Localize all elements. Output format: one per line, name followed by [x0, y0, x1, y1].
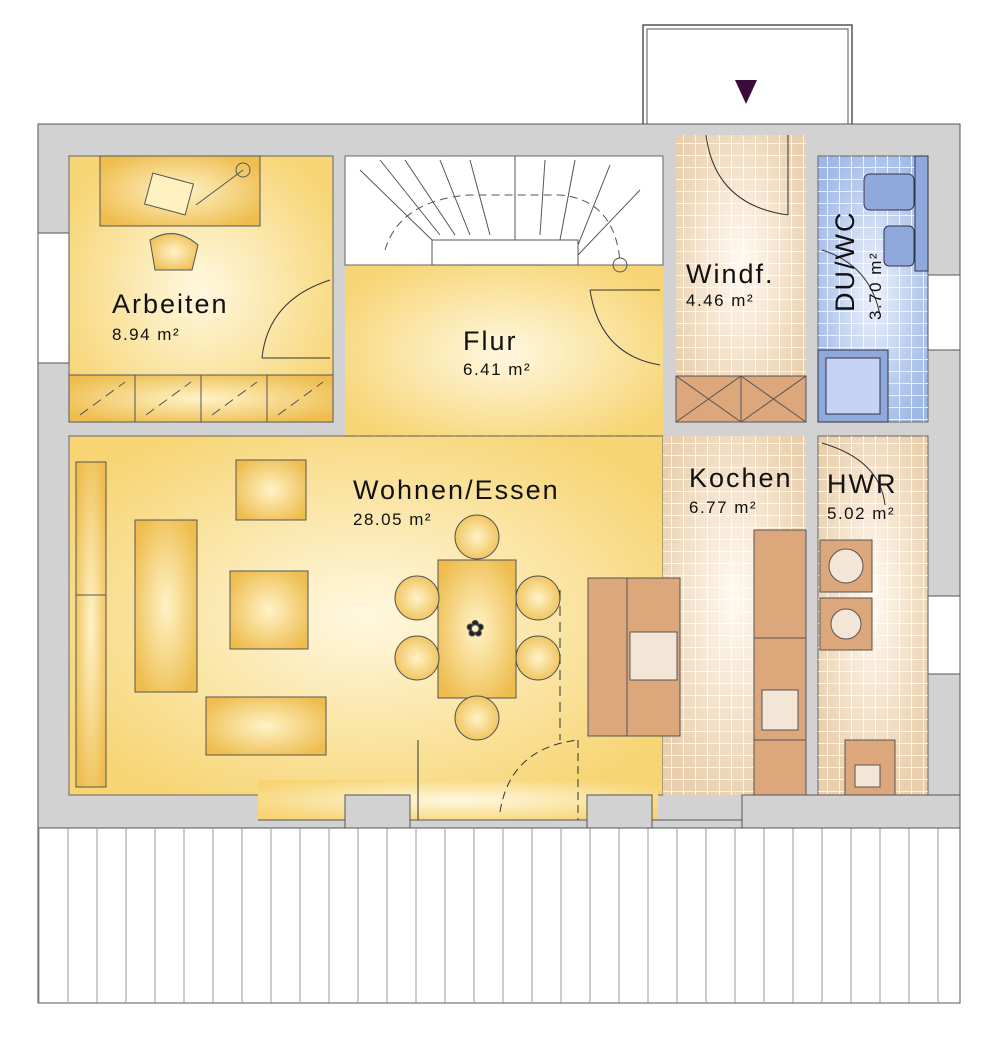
room-label-hwr: HWR: [827, 469, 897, 499]
entrance-marker-icon: [735, 80, 757, 104]
room-flur: [345, 265, 663, 440]
room-area-flur: 6.41 m²: [463, 360, 531, 379]
stairs: [359, 156, 641, 273]
room-area-arbeiten: 8.94 m²: [112, 325, 180, 344]
closet-arbeiten: [68, 374, 334, 423]
living-furniture: ✿: [75, 459, 561, 788]
room-label-du-wc: DU/WC: [830, 211, 860, 312]
room-label-arbeiten: Arbeiten: [112, 289, 229, 319]
windows: [37, 232, 961, 675]
desk: [99, 155, 261, 271]
room-label-wohnen-essen: Wohnen/Essen: [353, 475, 560, 505]
room-area-kochen: 6.77 m²: [689, 498, 757, 517]
doors: [261, 134, 886, 820]
room-area-windfang: 4.46 m²: [686, 291, 754, 310]
room-label-flur: Flur: [463, 326, 518, 356]
room-area-wohnen-essen: 28.05 m²: [353, 510, 432, 529]
room-label-kochen: Kochen: [689, 463, 793, 493]
room-area-du-wc: 3.70 m²: [866, 252, 885, 320]
kitchen-units: [587, 529, 896, 796]
plant-icon: ✿: [466, 616, 484, 641]
room-area-hwr: 5.02 m²: [827, 504, 895, 523]
room-label-windfang: Windf.: [686, 259, 775, 289]
closet-windfang: [675, 375, 807, 423]
bathroom-fixtures: [817, 155, 929, 423]
